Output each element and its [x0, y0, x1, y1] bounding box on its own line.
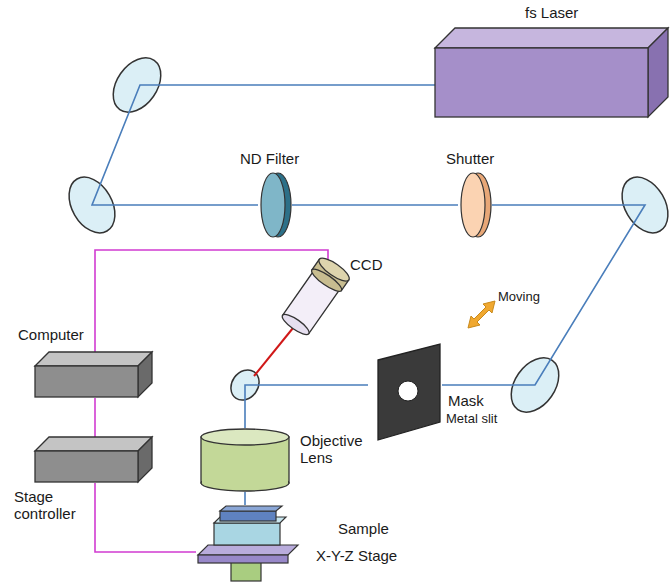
equipment-label: Computer [18, 326, 84, 343]
motion-label: Moving [498, 290, 540, 305]
equipment-label: X-Y-Z Stage [316, 547, 397, 564]
equipment-label: fs Laser [525, 4, 578, 21]
equipment-shape [35, 437, 153, 483]
equipment-label: Mask [448, 392, 484, 409]
equipment-node: Computer [18, 326, 155, 400]
laser-beam [245, 492, 246, 505]
equipment-node: MaskMetal slit [368, 342, 500, 444]
equipment-shape [258, 172, 292, 238]
equipment-node: Stage controller [14, 437, 155, 525]
equipment-shape [268, 262, 352, 346]
equipment-shape [368, 342, 442, 442]
equipment-label: Sample [338, 520, 389, 537]
equipment-label: Objective Lens [300, 432, 380, 467]
equipment-shape [200, 428, 290, 492]
signal-cable [95, 398, 96, 437]
equipment-shape [196, 505, 300, 581]
equipment-node: Shutter [446, 150, 497, 240]
signal-cable [95, 483, 196, 552]
equipment-node: CCD [268, 256, 385, 348]
equipment-node: Objective Lens [200, 428, 382, 494]
equipment-label: ND Filter [240, 150, 299, 167]
equipment-shape [435, 28, 669, 118]
imaging-path [254, 328, 293, 376]
equipment-label: Metal slit [446, 412, 497, 427]
laser-beam [245, 385, 368, 428]
equipment-label: Stage controller [14, 488, 88, 523]
equipment-label: Shutter [446, 150, 494, 167]
equipment-shape [458, 172, 492, 238]
equipment-node: ND Filter [240, 150, 302, 240]
equipment-node: SampleX-Y-Z Stage [196, 505, 400, 583]
equipment-node: fs Laser [435, 4, 671, 120]
laser-beam [292, 205, 458, 206]
equipment-shape [35, 352, 153, 398]
moving-arrow [468, 301, 495, 328]
equipment-label: CCD [350, 256, 383, 273]
